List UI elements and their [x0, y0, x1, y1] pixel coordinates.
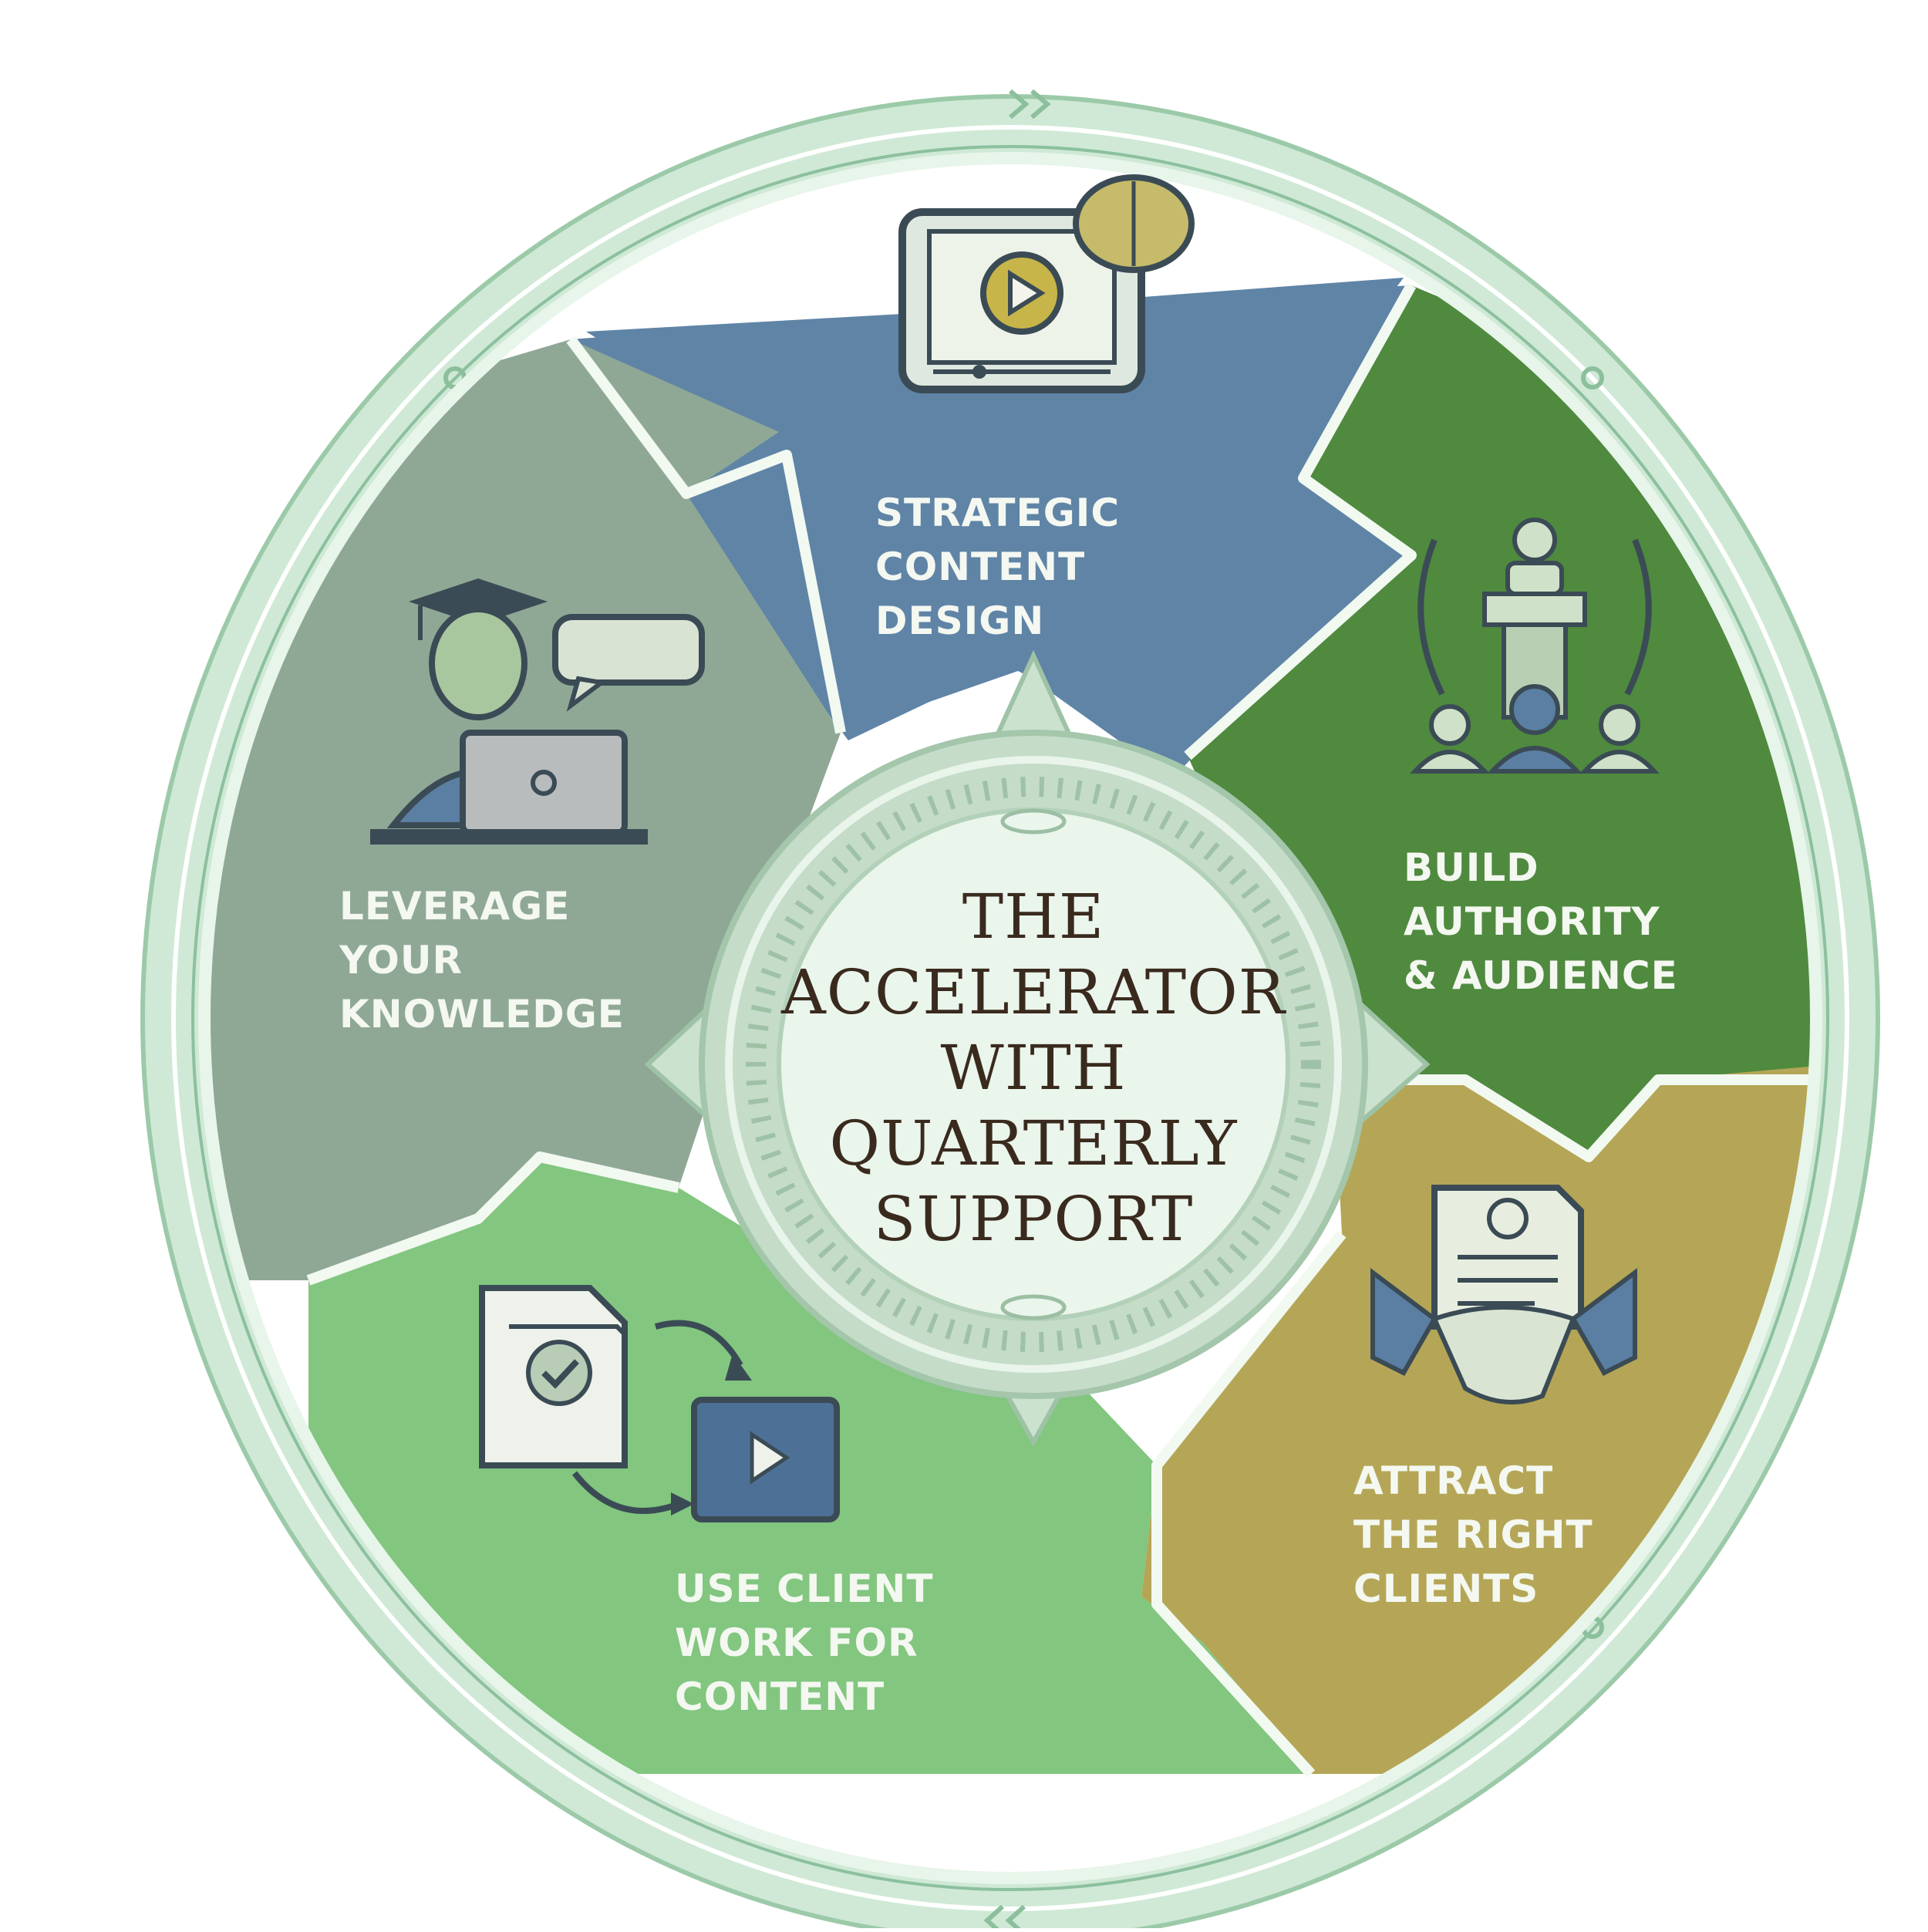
center-hub — [644, 649, 1431, 1448]
segment-label-leverage: LEVERAGE YOUR KNOWLEDGE — [339, 879, 625, 1041]
segment-label-strategic: STRATEGIC CONTENT DESIGN — [875, 486, 1120, 648]
segment-line: & AUDIENCE — [1404, 953, 1678, 998]
center-title: THE ACCELERATOR WITH QUARTERLY SUPPORT — [740, 879, 1326, 1257]
segment-label-client-work: USE CLIENT WORK FOR CONTENT — [675, 1562, 933, 1724]
outer-ring-line — [171, 125, 1849, 1911]
center-title-line: QUARTERLY — [829, 1108, 1238, 1179]
segment-line: CLIENTS — [1353, 1566, 1539, 1611]
segment-line: DESIGN — [875, 598, 1045, 643]
center-title-line: THE — [962, 881, 1105, 953]
segment-line: WORK FOR — [675, 1620, 918, 1665]
segment-line: THE RIGHT — [1353, 1512, 1593, 1557]
handshake-contract-icon — [1370, 1185, 1637, 1404]
center-title-line: ACCELERATOR — [781, 956, 1286, 1028]
outer-ring-inner-line — [191, 145, 1829, 1891]
segment-line: USE CLIENT — [675, 1566, 934, 1611]
segment-line: YOUR — [339, 938, 463, 983]
segment-line: LEVERAGE — [339, 884, 571, 929]
segment-label-attract: ATTRACT THE RIGHT CLIENTS — [1353, 1454, 1593, 1616]
segment-line: KNOWLEDGE — [339, 992, 625, 1037]
graduate-laptop-icon — [370, 578, 705, 845]
segment-label-authority: BUILD AUTHORITY & AUDIENCE — [1404, 841, 1678, 1003]
segment-line: AUTHORITY — [1404, 899, 1660, 944]
segment-line: CONTENT — [875, 545, 1086, 589]
video-tablet-brain-icon — [898, 174, 1195, 393]
center-title-line: SUPPORT — [873, 1183, 1194, 1255]
segment-line: ATTRACT — [1353, 1458, 1554, 1503]
segment-line: BUILD — [1404, 845, 1539, 890]
segment-line: CONTENT — [675, 1674, 885, 1719]
speaker-podium-audience-icon — [1410, 518, 1660, 774]
segment-strategic-main — [586, 285, 1411, 756]
center-title-line: WITH — [940, 1032, 1127, 1104]
segment-line: STRATEGIC — [875, 491, 1121, 535]
document-to-video-icon — [479, 1285, 840, 1522]
disc-border — [198, 152, 1822, 1884]
